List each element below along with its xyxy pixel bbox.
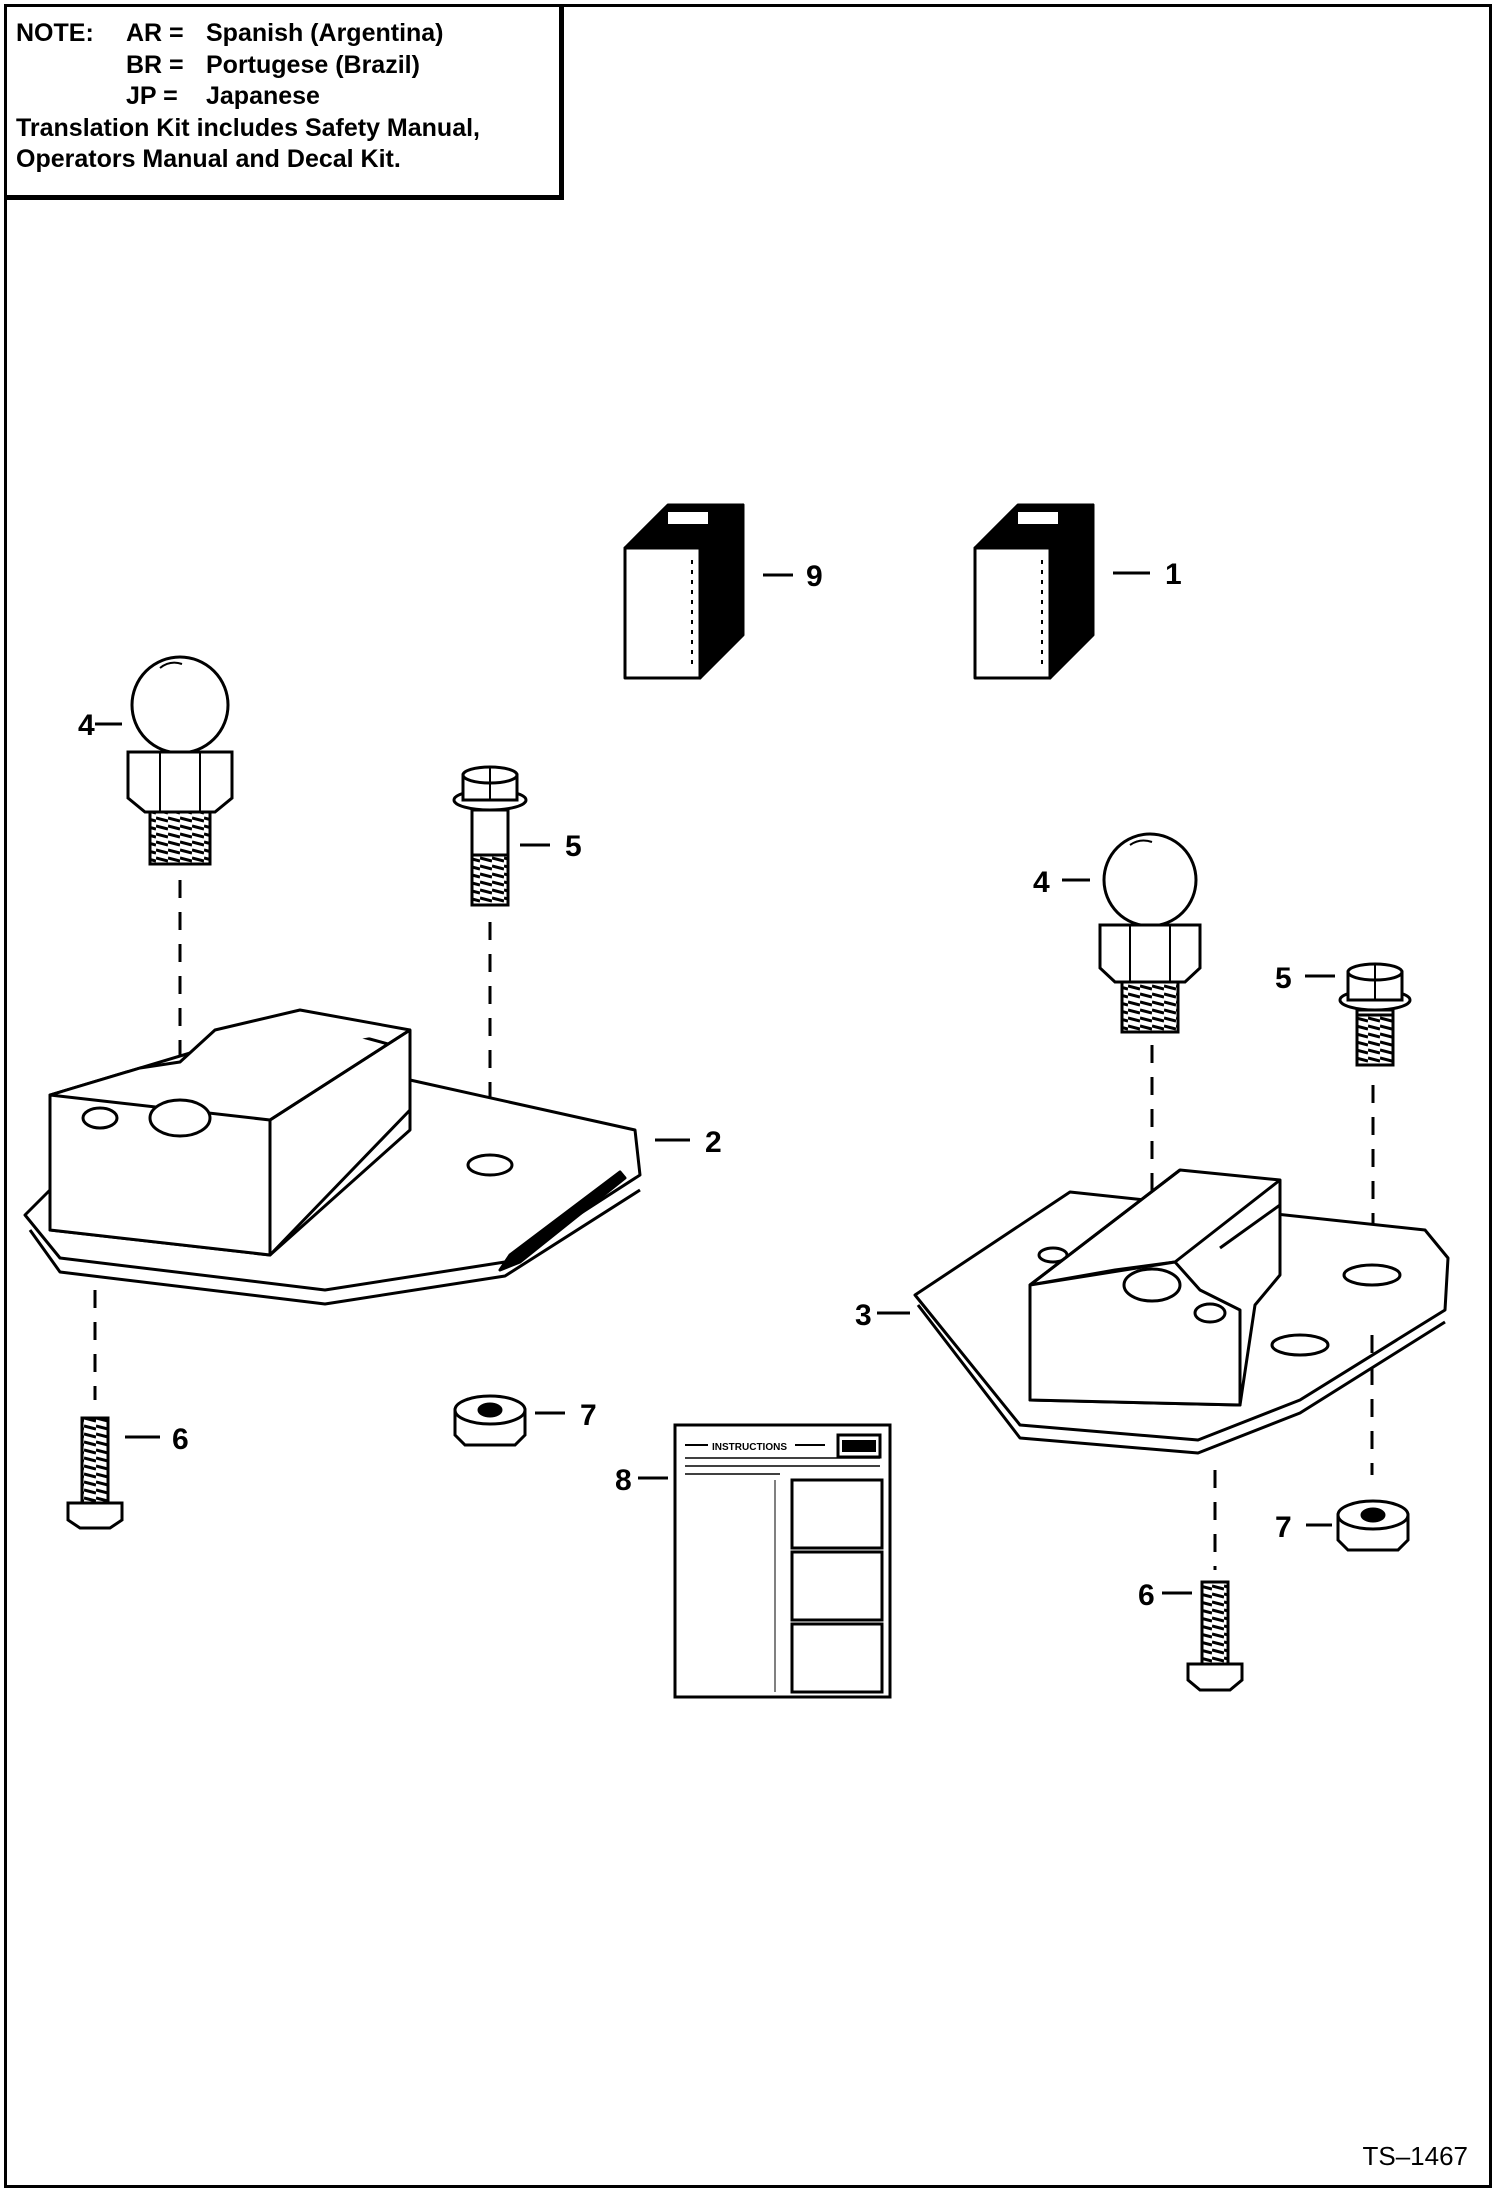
flange-bolt-left xyxy=(452,765,528,907)
flange-bolt-right xyxy=(1338,962,1412,1067)
note-line-jp: JP = Japanese xyxy=(16,81,559,113)
language-name: Portugese (Brazil) xyxy=(206,50,420,79)
flange-nut-left xyxy=(453,1394,527,1447)
screw-right xyxy=(1186,1580,1244,1692)
callout-4-left: 4 xyxy=(78,709,95,742)
callout-9: 9 xyxy=(806,560,823,593)
note-box: NOTE: AR = Spanish (Argentina) BR = Portuge… xyxy=(4,4,564,200)
manual-pack-9 xyxy=(623,503,745,680)
note-line-ar: NOTE: AR = Spanish (Argentina) xyxy=(16,18,559,50)
callout-6-right: 6 xyxy=(1138,1579,1155,1612)
kit-description-1: Translation Kit includes Safety Manual, xyxy=(16,113,480,142)
callout-6-left: 6 xyxy=(172,1423,189,1456)
callout-7-right: 7 xyxy=(1275,1511,1292,1544)
manual-pack-1 xyxy=(973,503,1095,680)
callout-5-left: 5 xyxy=(565,830,582,863)
language-name: Spanish (Argentina) xyxy=(206,19,444,47)
callout-5-right: 5 xyxy=(1275,962,1292,995)
flange-nut-right xyxy=(1336,1499,1410,1552)
callout-1: 1 xyxy=(1165,558,1182,591)
language-code: AR = xyxy=(126,19,184,47)
note-line-br: BR = Portugese (Brazil) xyxy=(16,50,559,82)
language-name: Japanese xyxy=(206,82,320,110)
note-heading: NOTE: xyxy=(16,19,94,47)
mount-bracket-3 xyxy=(913,1168,1450,1455)
drawing-number: TS–1467 xyxy=(1362,2141,1468,2171)
callout-7-left: 7 xyxy=(580,1399,597,1432)
instruction-sheet: INSTRUCTIONS xyxy=(673,1423,892,1699)
kit-description-2: Operators Manual and Decal Kit. xyxy=(16,145,401,173)
callout-2: 2 xyxy=(705,1126,722,1159)
mount-bracket-2 xyxy=(23,1008,642,1306)
ball-stud-left xyxy=(126,655,234,866)
language-code: JP = xyxy=(126,82,178,110)
callout-4-right: 4 xyxy=(1033,866,1050,899)
callout-3: 3 xyxy=(855,1299,872,1332)
instruction-sheet-title: INSTRUCTIONS xyxy=(712,1442,787,1453)
callout-8: 8 xyxy=(615,1464,632,1497)
screw-left xyxy=(66,1416,124,1530)
ball-stud-right xyxy=(1098,832,1202,1034)
language-code: BR = xyxy=(126,50,184,79)
